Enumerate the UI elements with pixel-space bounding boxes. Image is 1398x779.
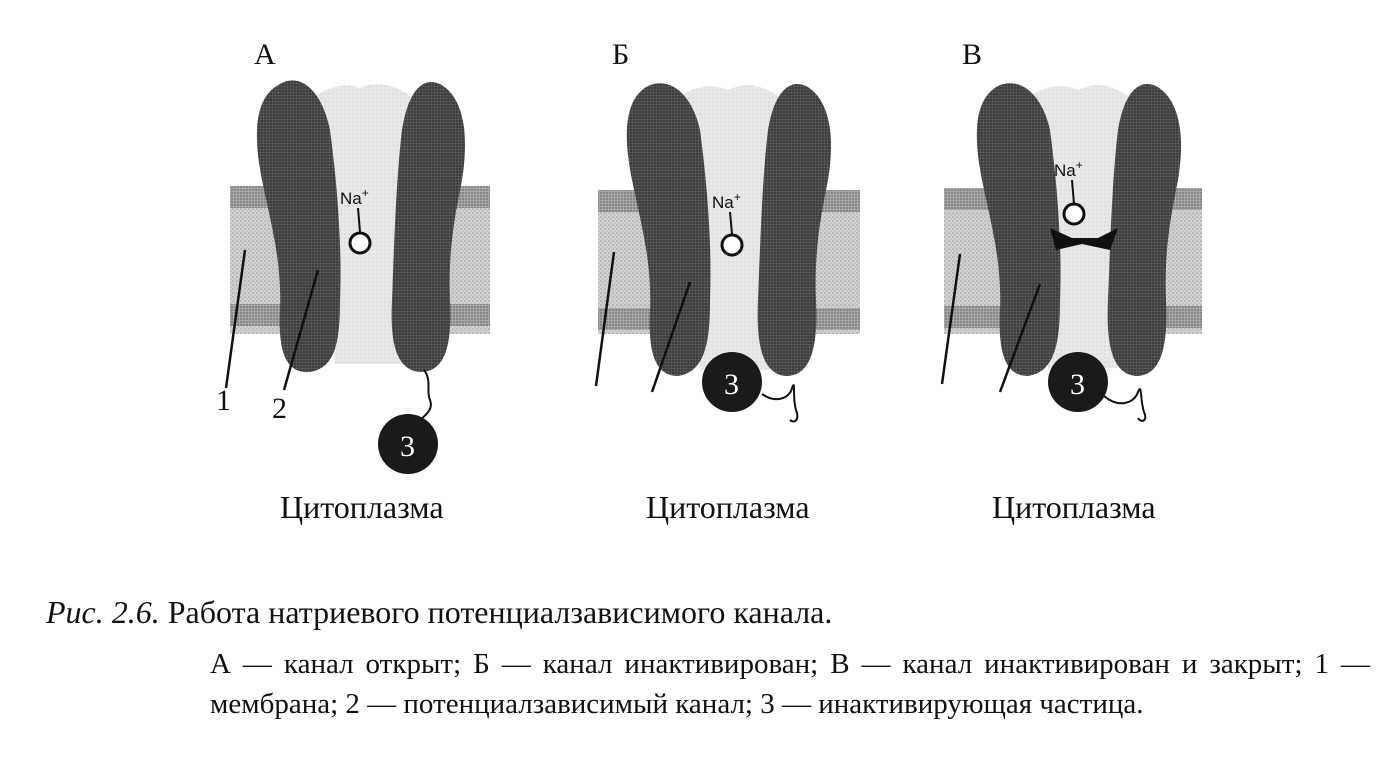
channel-subunit-left (976, 83, 1061, 377)
cytoplasm-label: Цитоплазма (646, 489, 810, 525)
membrane-leader-line (224, 249, 247, 389)
na-charge: + (734, 190, 741, 204)
channel-leader-line (650, 281, 692, 393)
label-membrane-number: 1 (216, 384, 231, 417)
na-ion (348, 231, 372, 255)
na-label: Na+ (712, 190, 741, 212)
na-charge: + (362, 186, 369, 200)
inactivating-particle (1048, 352, 1108, 412)
channel-subunit-left (626, 83, 711, 377)
figure-caption: Рис. 2.6. Работа натриевого потенциалзав… (46, 592, 1376, 632)
label-channel-number: 2 (272, 392, 287, 425)
na-charge: + (1076, 158, 1083, 172)
na-label: Na+ (1054, 158, 1083, 180)
na-pointer-line (729, 211, 733, 235)
na-label: Na+ (340, 186, 369, 208)
channel-subunit-right (1107, 83, 1182, 376)
inactivating-particle (378, 414, 438, 474)
channel-diagram: А Na+ 3 1 2 Цитоплазма Б Na+ (216, 38, 1202, 525)
particle-tether (1103, 388, 1147, 422)
channel-subunit-right (391, 81, 466, 372)
membrane-leader-line (940, 253, 962, 385)
cytoplasm-label: Цитоплазма (992, 489, 1156, 525)
na-pointer-line (357, 207, 361, 233)
panel-b: Б Na+ 3 Цитоплазма (594, 38, 860, 525)
particle-tether (417, 369, 432, 423)
figure-title: Работа натриевого потенциалзависимого ка… (167, 594, 833, 630)
particle-number: 3 (724, 368, 739, 401)
na-ion (720, 233, 744, 257)
channel-subunit-left (256, 80, 341, 373)
na-pointer-line (1071, 179, 1075, 205)
panel-c: В Na+ 3 Цитоплазма (940, 38, 1202, 525)
channel-subunit-right (757, 83, 832, 376)
na-ion (1062, 202, 1086, 226)
panel-a: А Na+ 3 1 2 Цитоплазма (216, 38, 490, 525)
figure-reference: Рис. 2.6. (46, 594, 160, 630)
panel-a-letter: А (254, 38, 276, 71)
channel-leader-line (998, 283, 1042, 393)
inactivating-particle (702, 352, 762, 412)
panel-b-letter: Б (612, 38, 629, 71)
closed-gate (1050, 228, 1118, 250)
membrane-leader-line (594, 251, 616, 387)
cytoplasm-label: Цитоплазма (280, 489, 444, 525)
channel-leader-line (282, 269, 320, 391)
particle-tether (761, 384, 799, 423)
figure-legend: А — канал открыт; Б — канал инактивирова… (210, 648, 1370, 720)
particle-number: 3 (400, 430, 415, 463)
panel-c-letter: В (962, 38, 982, 71)
particle-number: 3 (1070, 368, 1085, 401)
